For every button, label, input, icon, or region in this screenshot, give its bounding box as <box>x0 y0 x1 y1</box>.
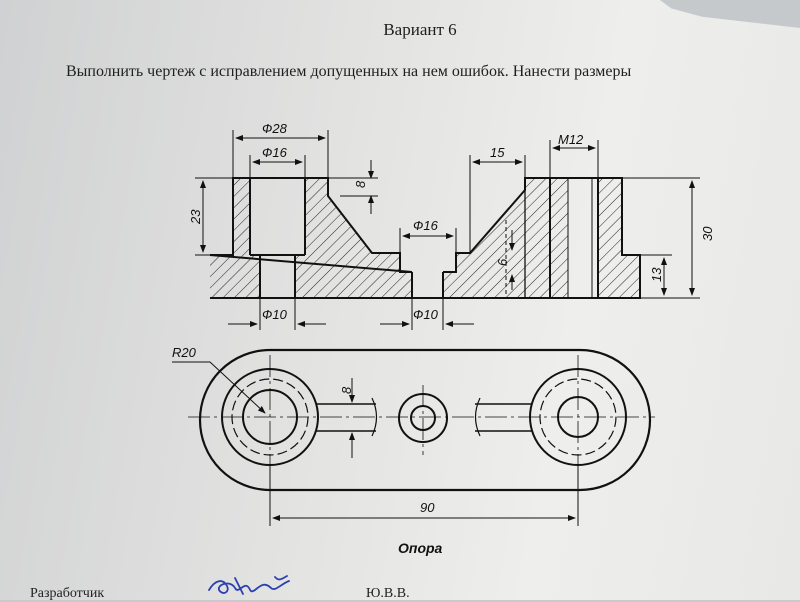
front-section-view <box>209 177 641 299</box>
dim-radius: R20 <box>172 345 197 360</box>
top-view <box>188 348 655 492</box>
dim-depth: 8 <box>353 180 368 188</box>
dim-total-height: 30 <box>700 226 715 241</box>
dim-outer-dia: Ф28 <box>262 121 288 136</box>
front-dimension-labels: Ф28 Ф16 8 23 Ф16 Ф10 Ф10 15 M12 6 30 13 <box>188 121 715 322</box>
dim-base-hole-left: Ф10 <box>262 307 288 322</box>
top-dimensions <box>172 361 579 526</box>
front-outline <box>209 177 641 299</box>
dim-inner-dia: Ф16 <box>262 145 288 160</box>
dim-right-base: 13 <box>649 267 664 282</box>
dim-base-height: 6 <box>495 258 510 266</box>
developer-label: Разработчик <box>30 586 105 601</box>
front-dimensions <box>195 130 700 330</box>
variant-title: Вариант 6 <box>383 20 457 39</box>
signature <box>208 575 290 595</box>
dim-left-height: 23 <box>188 209 203 225</box>
top-outline <box>198 348 652 492</box>
drawing-caption: Опора <box>398 540 443 556</box>
dim-base-hole-center: Ф10 <box>413 307 439 322</box>
section-hatching <box>210 178 640 298</box>
dim-slope-width: 15 <box>490 145 505 160</box>
dim-center-dia: Ф16 <box>413 218 439 233</box>
dim-thread: M12 <box>558 132 584 147</box>
dim-slot-width: 8 <box>339 386 354 394</box>
developer-name: Ю.В.В. <box>366 586 410 601</box>
top-dimension-labels: R20 8 90 <box>172 345 435 515</box>
task-text: Выполнить чертеж с исправлением допущенн… <box>66 63 632 80</box>
dim-length: 90 <box>420 500 435 515</box>
